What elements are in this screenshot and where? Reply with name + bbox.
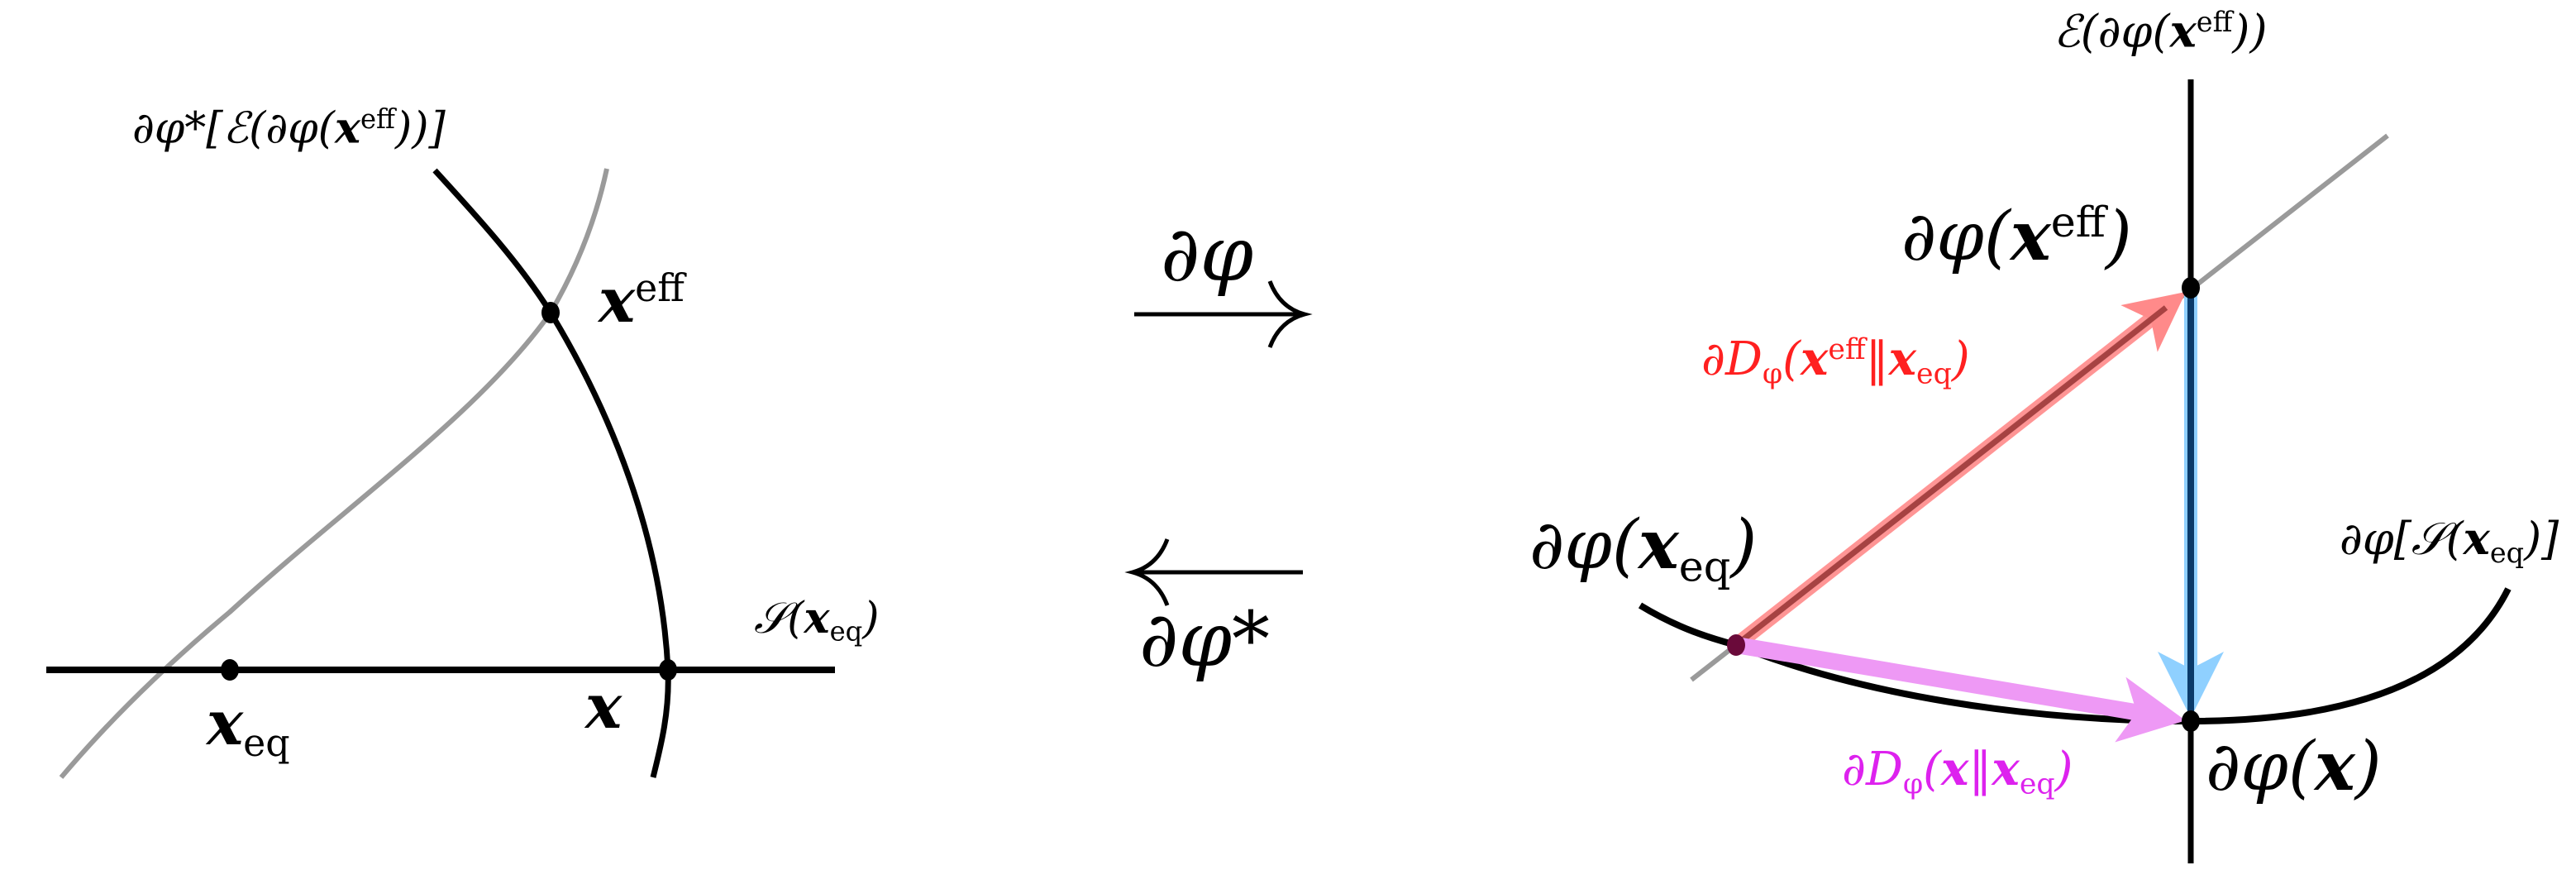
- magenta-arrow: [1734, 637, 2186, 743]
- black-curve-right: [1638, 587, 2512, 725]
- point-grad-xeff: [2182, 277, 2200, 299]
- middle-arrows: [1124, 280, 1313, 606]
- gray-curve-left: [59, 168, 609, 779]
- point-grad-xeq: [1727, 634, 1745, 656]
- label-E-of-grad-xeff: ℰ(∂φ(xeff)): [2054, 4, 2268, 58]
- label-red-divergence: ∂Dφ(xeff‖xeq): [1701, 332, 1970, 391]
- label-forward-map: ∂φ: [1161, 210, 1253, 299]
- label-inverse-map: ∂φ*: [1139, 595, 1270, 684]
- label-grad-of-surface: ∂φ[𝒮(xeq)]: [2340, 512, 2559, 570]
- label-grad-xeq: ∂φ(xeq): [1529, 505, 1758, 591]
- right-panel: [1638, 79, 2512, 863]
- left-panel: [46, 168, 835, 779]
- black-curve-left: [432, 168, 671, 778]
- label-magenta-divergence: ∂Dφ(x‖xeq): [1842, 742, 2073, 801]
- label-grad-xeff: ∂φ(xeff): [1901, 196, 2132, 276]
- label-inverse-image-of-E: ∂φ*[ℰ(∂φ(xeff))]: [132, 103, 446, 154]
- label-grad-x: ∂φ(x): [2206, 727, 2382, 806]
- point-grad-x: [2182, 710, 2200, 732]
- label-xeff: xeff: [599, 265, 685, 337]
- label-xeq: xeq: [207, 688, 290, 765]
- label-surface: 𝒮(xeq): [754, 593, 880, 648]
- point-xeff: [541, 302, 560, 323]
- inverse-arrow-head: [1124, 538, 1170, 606]
- point-x: [659, 659, 677, 681]
- forward-arrow-head: [1267, 280, 1313, 348]
- label-x: x: [585, 672, 623, 743]
- point-xeq: [221, 659, 239, 681]
